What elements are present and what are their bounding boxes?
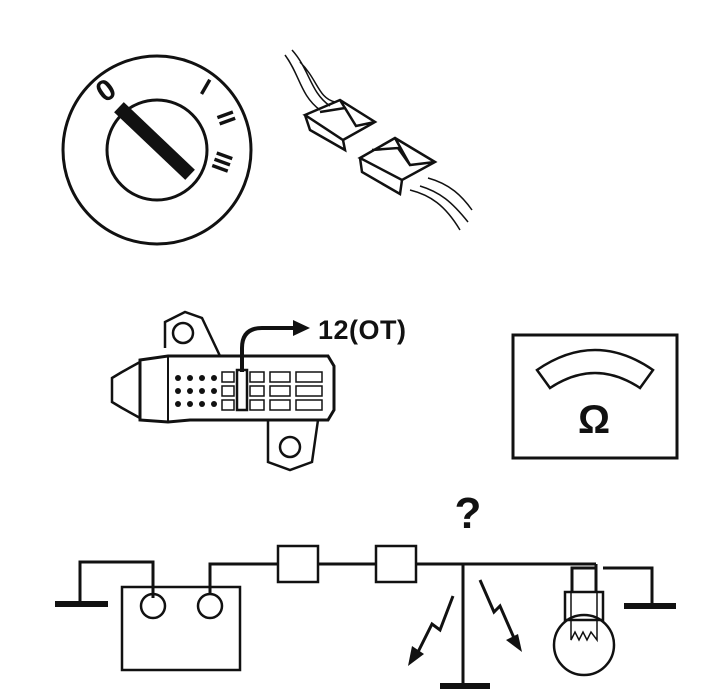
callout-arrow-line	[240, 326, 294, 372]
upper-connector	[302, 98, 378, 153]
ignition-switch: 0 I II III	[61, 54, 253, 246]
lower-connector-wires	[409, 177, 473, 231]
ohm-symbol: Ω	[578, 398, 610, 442]
fault-question-mark: ?	[455, 489, 482, 538]
key-position-0-label: 0	[90, 72, 123, 109]
main-circuit-wire	[208, 562, 596, 594]
upper-mounting-ear	[163, 310, 222, 357]
block-terminal-slots	[221, 371, 323, 411]
fault-circuit-diagram: ?	[55, 489, 676, 689]
block-cable-stub	[110, 360, 141, 420]
short-circuit-spark-left	[408, 595, 455, 666]
block-body	[138, 354, 336, 424]
short-to-ground-branch	[440, 564, 490, 689]
upper-mounting-hole	[171, 321, 195, 345]
left-ground-symbol	[55, 560, 155, 607]
ignition-lock-cylinder	[105, 98, 209, 202]
key-slot	[114, 102, 195, 180]
callout-arrowhead	[293, 320, 310, 336]
lower-mounting-ear	[266, 419, 320, 472]
ohmmeter: Ω	[511, 333, 679, 460]
battery-terminal-negative	[139, 592, 167, 620]
battery-terminal-positive	[196, 592, 224, 620]
ohmmeter-scale-arc	[535, 348, 655, 390]
key-position-2-label: II	[211, 107, 241, 129]
battery-box	[120, 585, 242, 672]
key-position-1-label: I	[196, 74, 215, 101]
fuse-connector-block: 12(OT)	[110, 310, 407, 472]
ohmmeter-frame	[511, 333, 679, 460]
upper-connector-wires	[284, 49, 336, 111]
key-position-3-label: III	[205, 148, 237, 176]
lamp-bulb	[552, 564, 616, 677]
lower-mounting-hole	[278, 435, 302, 459]
right-ground-symbol	[603, 566, 676, 609]
highlighted-terminal-12	[235, 368, 249, 412]
fuse-box-2	[374, 544, 418, 584]
ignition-switch-housing	[61, 54, 253, 246]
fuse-box-1	[276, 544, 320, 584]
terminal-callout-label: 12(OT)	[318, 315, 407, 345]
disconnected-connector-pair	[284, 49, 473, 231]
short-circuit-spark-right	[478, 579, 522, 652]
block-terminal-rows	[175, 375, 217, 407]
lower-connector	[357, 136, 438, 197]
